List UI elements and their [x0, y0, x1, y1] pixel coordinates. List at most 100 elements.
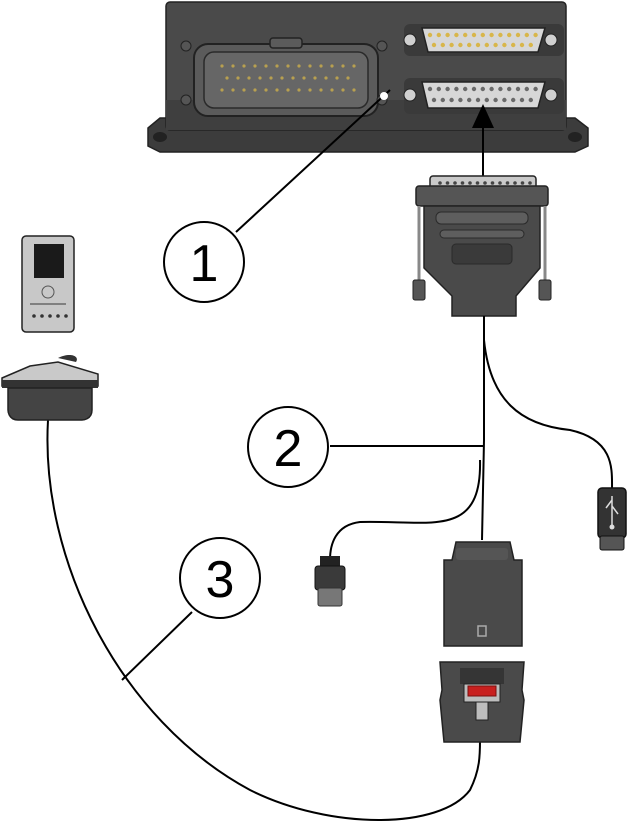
connector-pin [460, 181, 465, 185]
connector-pin [440, 42, 445, 48]
connector-pin [467, 97, 472, 103]
connector-pin [253, 88, 257, 92]
connector-pin [438, 181, 442, 185]
connector-pin [463, 86, 468, 92]
connector-pin [445, 32, 450, 38]
callout-1: 1 [163, 221, 245, 303]
connector-pin [346, 76, 350, 80]
connector-pin [484, 97, 489, 103]
connector-pin [231, 64, 235, 68]
connector-pin [330, 64, 334, 68]
connector-pin [505, 181, 510, 185]
round-connector-icon [314, 556, 346, 607]
connector-pin [427, 86, 433, 92]
connector-pin [280, 76, 284, 80]
connector-pin [524, 32, 529, 38]
callout-1-leader [235, 89, 391, 233]
connector-pin [484, 42, 489, 48]
connector-pin [489, 86, 494, 92]
connector-pin [286, 64, 290, 68]
connector-pin [515, 86, 521, 92]
connector-pin [264, 64, 268, 68]
obd-connector-icon [439, 541, 525, 743]
connector-pin [480, 32, 485, 38]
connector-pin [275, 64, 279, 68]
callout-3-leader [121, 611, 193, 681]
connector-pin [445, 86, 450, 92]
connector-pin [313, 76, 317, 80]
connector-pin [528, 181, 532, 185]
callout-2: 2 [247, 406, 329, 488]
connector-pin [335, 76, 339, 80]
connector-pin [475, 181, 480, 185]
connector-pin [515, 32, 521, 38]
connector-pin [489, 32, 494, 38]
connector-pin [454, 86, 459, 92]
connector-pin [511, 97, 516, 103]
connector-pin [507, 32, 512, 38]
connector-pin [319, 64, 323, 68]
connector-pin [302, 76, 306, 80]
connector-pin [440, 97, 445, 103]
connector-pin [330, 88, 334, 92]
connector-pin [275, 88, 279, 92]
connector-pin [319, 88, 323, 92]
ecu-module-icon [147, 1, 589, 153]
connector-pin [431, 42, 437, 48]
connector-pin [498, 181, 502, 185]
connector-pin [493, 42, 498, 48]
dash-display-icon [21, 235, 75, 333]
svg-text:2: 2 [274, 420, 303, 478]
connector-pin [519, 42, 525, 48]
connector-pin [291, 76, 295, 80]
connector-pin [483, 181, 487, 185]
connector-pin [498, 86, 503, 92]
connector-pin [220, 88, 224, 92]
connector-pin [475, 97, 481, 103]
connector-pin [458, 42, 463, 48]
connector-pin [427, 32, 433, 38]
connector-pin [458, 97, 463, 103]
cable-harness [46, 316, 614, 821]
connector-pin [308, 64, 312, 68]
connector-pin [502, 42, 507, 48]
callout-3: 3 [179, 537, 261, 619]
connector-pin [242, 64, 246, 68]
connector-pin [519, 97, 525, 103]
connector-pin [454, 32, 459, 38]
usb-plug-icon [597, 487, 627, 551]
connector-pin [436, 86, 441, 92]
connector-pin [449, 97, 454, 103]
connector-pin [247, 76, 251, 80]
connector-pin [264, 88, 268, 92]
connector-pin [324, 76, 328, 80]
svg-text:1: 1 [190, 235, 219, 293]
connector-pin [475, 42, 481, 48]
connector-pin [258, 76, 262, 80]
connector-pin [471, 32, 477, 38]
connector-pin [471, 86, 477, 92]
connector-pin [449, 42, 454, 48]
connector-pin [490, 181, 495, 185]
connector-pin [502, 97, 507, 103]
connector-pin [242, 88, 246, 92]
connector-pin [220, 64, 224, 68]
connector-pin [308, 88, 312, 92]
mount-cup-icon [1, 355, 99, 421]
connector-pin [468, 181, 472, 185]
connector-pin [225, 76, 229, 80]
connector-pin [431, 97, 437, 103]
connector-pin [445, 181, 450, 185]
connector-pin [352, 88, 356, 92]
connector-pin [524, 86, 529, 92]
connector-pin [341, 88, 345, 92]
connector-pin [253, 64, 257, 68]
db25-connector-icon [412, 175, 552, 317]
connector-pin [528, 97, 533, 103]
connector-pin [341, 64, 345, 68]
connector-pin [231, 88, 235, 92]
connector-pin [507, 86, 512, 92]
connector-pin [467, 42, 472, 48]
